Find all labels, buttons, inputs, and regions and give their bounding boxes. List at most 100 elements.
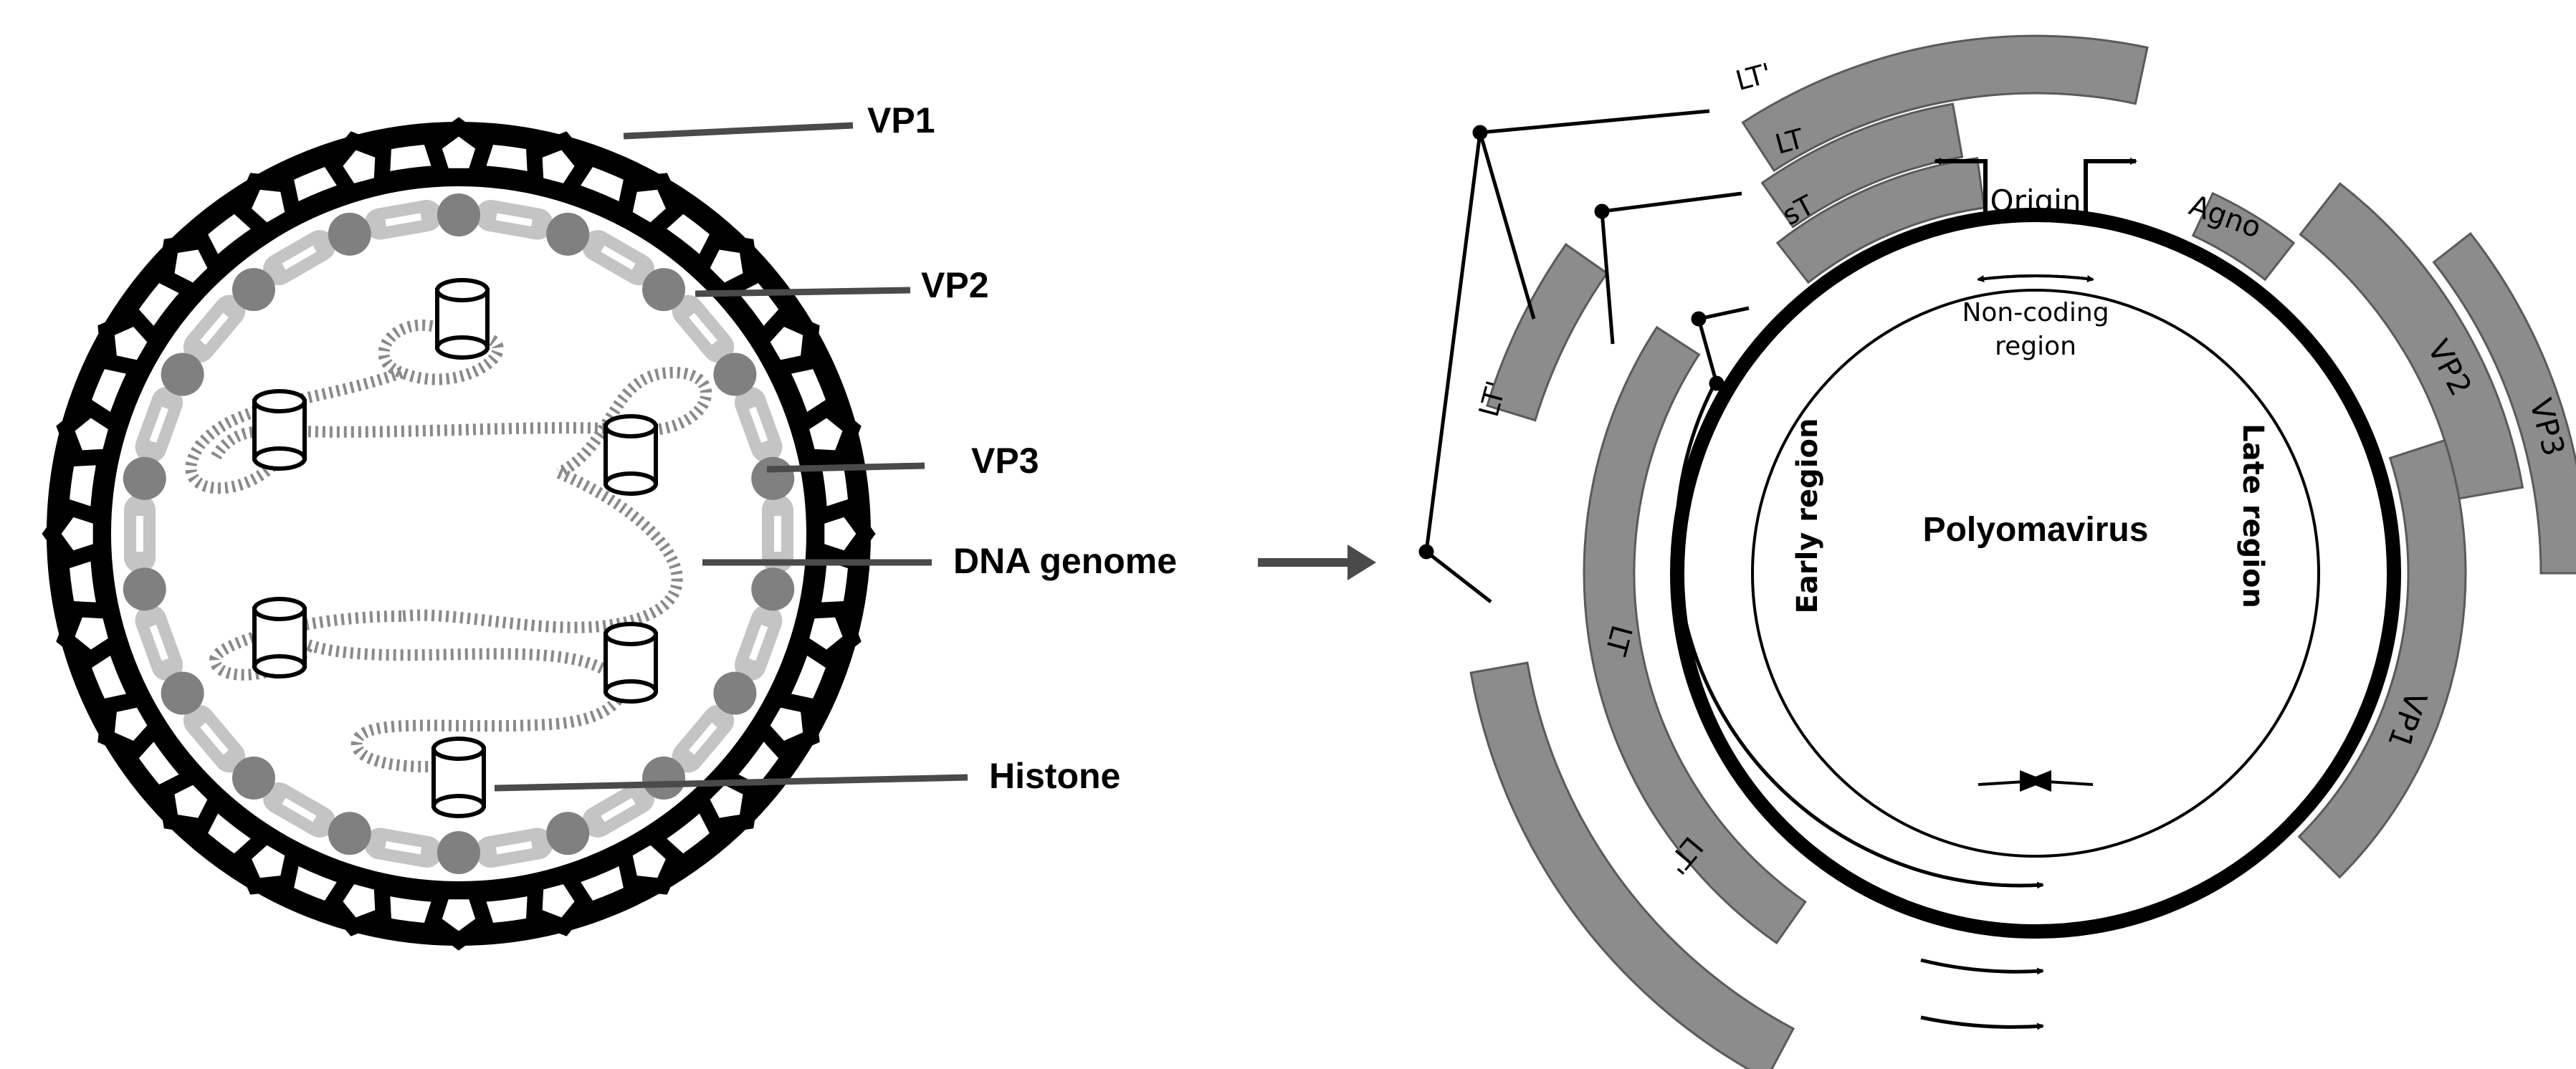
segment-st <box>1775 156 1986 284</box>
vp3-dot <box>123 567 166 611</box>
vp2-bead-highlight <box>688 722 717 755</box>
vp1-capsomer <box>423 117 495 184</box>
vp2-bead-highlight <box>200 722 229 755</box>
vp1-capsomer <box>232 173 303 242</box>
histone-icon <box>604 414 658 496</box>
vp2-label: VP2 <box>921 265 989 305</box>
histone-icon <box>252 597 307 679</box>
segment-lt-inner <box>1583 325 1807 945</box>
noncoding-arrows <box>1977 274 2094 792</box>
vp3-dot <box>713 353 757 396</box>
inner-region-circle <box>1751 289 2320 858</box>
vp3-dot <box>232 756 275 800</box>
vp2-bead-highlight <box>200 312 229 345</box>
vp2-bead-highlight <box>282 245 317 270</box>
dna-genome-label: DNA genome <box>953 541 1177 581</box>
origin-markers <box>1934 158 2137 219</box>
vp2-bead-highlight <box>688 312 717 345</box>
vp1-leader-line <box>623 122 854 140</box>
vp1-capsomer <box>614 173 685 242</box>
vp3-dot <box>713 671 757 715</box>
vp1-capsomer <box>42 498 109 570</box>
vp3-dot <box>546 812 590 855</box>
histone-icon <box>435 278 490 360</box>
vp1-capsomer <box>808 498 876 570</box>
vp3-dot <box>642 756 686 800</box>
origin-label: Origin <box>1990 183 2081 219</box>
polyomavirus-label: Polyomavirus <box>1923 511 2149 549</box>
virion-leader-lines <box>494 122 968 792</box>
vp3-label: VP3 <box>971 441 1039 481</box>
vp1-capsomer <box>690 765 760 835</box>
dna-genome <box>185 319 712 772</box>
vp3-dot <box>751 456 795 500</box>
vp2-bead-highlight <box>385 840 422 855</box>
segment-agno <box>2191 191 2296 282</box>
vp1-capsomer <box>157 765 227 835</box>
vp2-bead-highlight <box>149 406 169 444</box>
vp1-capsomer <box>791 398 862 467</box>
vp2-bead-highlight <box>282 797 317 823</box>
vp2-bead-highlight <box>495 213 533 227</box>
histone-icon <box>252 389 307 471</box>
vp2-bead-highlight <box>748 624 768 661</box>
vp2-bead-highlight <box>601 245 636 270</box>
vp1-capsomer <box>157 232 227 302</box>
vp1-capsomer <box>525 866 594 936</box>
histone-icon <box>431 737 486 818</box>
virion-diagram: VP1 VP2 VP3 DNA genome Histone <box>42 100 1177 951</box>
vp3-dot <box>232 268 275 312</box>
vp3-dot <box>161 671 204 715</box>
segment-lt-top <box>1760 102 1964 229</box>
gene-segments <box>1469 34 2576 1069</box>
vp2-bead-highlight <box>601 797 636 823</box>
early-region-label: Early region <box>1791 418 1824 614</box>
transcript-arrows <box>1674 385 2044 1030</box>
vp3-leader-line <box>766 462 925 473</box>
vp1-label: VP1 <box>867 100 935 140</box>
vp2-bead-highlight <box>748 406 768 444</box>
histone-label: Histone <box>989 756 1120 796</box>
vp1-capsomer <box>750 307 820 378</box>
vp2-bead-highlight <box>774 516 781 552</box>
vp3-dot <box>161 353 204 396</box>
vp1-capsomer <box>690 232 760 302</box>
vp1-capsomers <box>42 117 876 951</box>
vp2-layer <box>124 200 793 868</box>
histone-leader-line <box>494 774 968 792</box>
vp1-capsomer <box>232 825 303 895</box>
vp3-layer <box>123 193 795 874</box>
transition-arrow <box>1258 545 1376 580</box>
vp1-capsomer <box>750 689 820 760</box>
vp1-capsomer <box>323 866 392 936</box>
vp3-dot <box>751 567 795 611</box>
vp1-capsomer <box>614 825 685 895</box>
segment-vp3 <box>2432 231 2576 575</box>
histone-group <box>252 278 658 818</box>
vp3-dot <box>123 456 166 500</box>
splice-connectors <box>1418 109 1750 603</box>
noncoding-label-line2: region <box>1995 332 2076 361</box>
segment-lt-prime-top <box>1741 34 2149 173</box>
vp3-dot <box>437 831 480 874</box>
vp1-capsomer <box>97 307 167 378</box>
vp3-dot <box>328 212 371 256</box>
vp1-capsomer <box>791 600 862 669</box>
segment-lt-prime-outer <box>1469 661 1795 1069</box>
vp1-capsomer <box>56 600 127 669</box>
vp2-bead-highlight <box>136 516 143 552</box>
late-region-label: Late region <box>2236 423 2269 608</box>
vp3-dot <box>328 812 371 855</box>
seg-label-lt-prime-top: LT' <box>1732 57 1775 97</box>
vp2-bead-highlight <box>385 213 422 227</box>
vp3-dot <box>546 212 590 256</box>
vp1-capsomer <box>56 398 127 467</box>
vp1-capsomer <box>423 883 495 951</box>
vp1-capsomer <box>97 689 167 760</box>
vp3-dot <box>437 193 480 236</box>
vp2-bead-highlight <box>149 624 169 661</box>
segment-vp1 <box>2297 438 2467 879</box>
vp1-capsomer <box>525 131 594 202</box>
vp3-dot <box>642 268 686 312</box>
